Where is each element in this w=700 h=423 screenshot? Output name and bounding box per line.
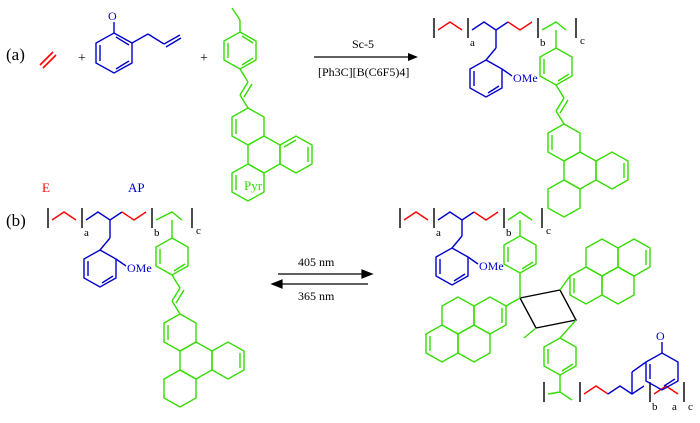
sub-a-left-b: a	[84, 227, 89, 239]
reversible-arrows-b	[270, 269, 374, 289]
sub-a-product-a: a	[470, 37, 475, 49]
sub-b-product-a: b	[540, 37, 546, 49]
plus-sign-1: +	[78, 51, 86, 66]
cyclobutane-dimer-b	[399, 208, 685, 402]
copolymer-left-b	[47, 208, 245, 408]
copolymer-product-a	[433, 18, 629, 218]
sub-b-left-b: b	[154, 227, 160, 239]
sub-c-left-b: c	[196, 225, 201, 237]
sub-c-product-a: c	[580, 35, 585, 47]
methoxy-o-label-bottom: O	[656, 329, 665, 343]
reaction-arrow-a	[314, 53, 418, 61]
ethylene-structure	[39, 51, 57, 69]
sub-b-right-bottom: b	[652, 401, 658, 413]
panel-b: (b)	[6, 208, 693, 413]
plus-sign-2: +	[200, 51, 208, 66]
sub-c-right-bottom: c	[688, 401, 693, 413]
sub-a-right-top: a	[436, 227, 441, 239]
allylanisole-structure	[95, 22, 182, 74]
panel-a-label: (a)	[6, 45, 25, 64]
sub-b-right-top: b	[506, 227, 512, 239]
forward-light-label: 405 nm	[298, 255, 335, 269]
sub-c-right-top: c	[546, 225, 551, 237]
pyr-label: Pyr	[244, 178, 263, 193]
ome-label-left-b: OMe	[127, 261, 152, 275]
ome-label-right-top: OMe	[479, 259, 504, 273]
cocatalyst-label: [Ph3C][B(C6F5)4]	[318, 65, 409, 79]
ome-label-product-a: OMe	[513, 71, 538, 85]
e-label: E	[42, 180, 50, 195]
ap-label: AP	[128, 180, 145, 195]
panel-b-label: (b)	[6, 211, 26, 230]
pyrene-monomer-structure	[223, 7, 313, 202]
reverse-light-label: 365 nm	[298, 289, 335, 303]
methoxy-o-label: O	[108, 9, 117, 23]
catalyst-label: Sc-5	[352, 37, 374, 51]
sub-a-right-bottom: a	[672, 401, 677, 413]
panel-a: (a) + O +	[6, 7, 629, 218]
